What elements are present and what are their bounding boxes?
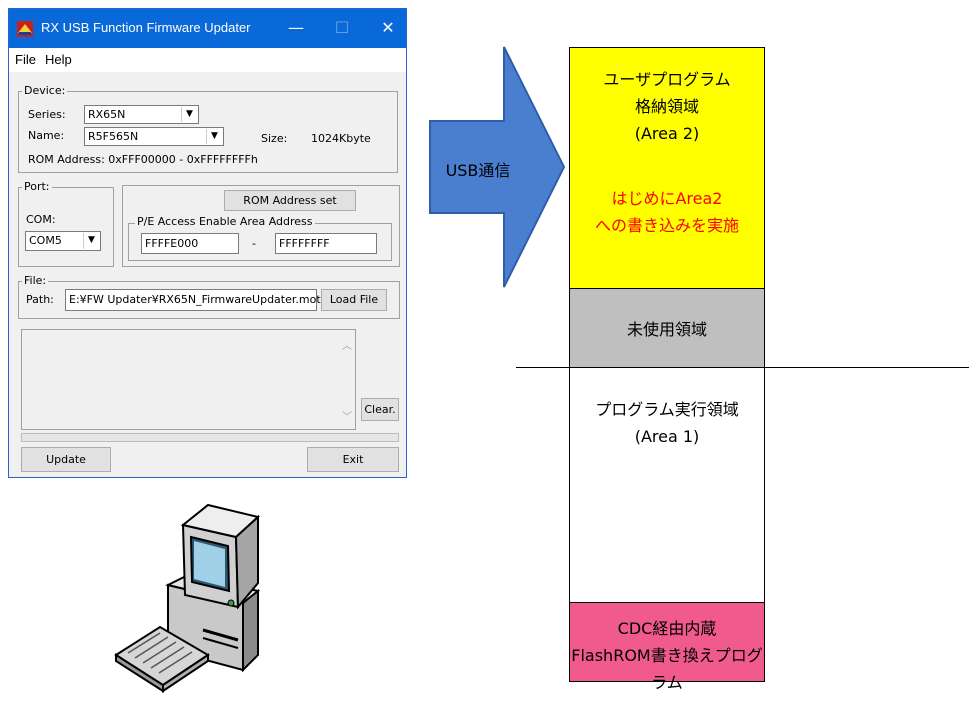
- menu-file[interactable]: File: [15, 52, 36, 67]
- chevron-down-icon[interactable]: ▼: [83, 233, 99, 249]
- area2-note-2: への書き込みを実施: [594, 216, 739, 235]
- area1-title: プログラム実行領域: [595, 400, 739, 419]
- path-label: Path:: [26, 293, 54, 306]
- size-label: Size:: [261, 132, 288, 145]
- area2-title: ユーザプログラム: [603, 70, 731, 89]
- end-address-field[interactable]: FFFFFFFF: [275, 233, 377, 254]
- area2-subtitle: 格納領域: [634, 97, 699, 116]
- clear-button[interactable]: Clear.: [361, 398, 399, 421]
- series-select[interactable]: RX65N ▼: [84, 105, 199, 124]
- device-group: [18, 91, 398, 173]
- rom-address-set-button[interactable]: ROM Address set: [224, 190, 356, 211]
- computer-icon: [114, 503, 261, 693]
- name-label: Name:: [28, 129, 65, 142]
- series-label: Series:: [28, 108, 66, 121]
- usb-arrow-icon: [429, 46, 566, 288]
- address-dash: -: [252, 237, 256, 250]
- close-button[interactable]: ✕: [381, 18, 395, 37]
- start-address-field[interactable]: FFFFE000: [141, 233, 239, 254]
- title-bar[interactable]: RX USB Function Firmware Updater — ☐ ✕: [9, 9, 406, 48]
- name-value: R5F565N: [88, 130, 139, 143]
- com-select[interactable]: COM5 ▼: [25, 231, 101, 251]
- device-group-label: Device:: [22, 84, 68, 97]
- menu-help[interactable]: Help: [45, 52, 72, 67]
- chevron-down-icon[interactable]: ▼: [181, 107, 197, 122]
- progress-bar: [21, 433, 399, 442]
- exit-button[interactable]: Exit: [307, 447, 399, 472]
- chevron-down-icon[interactable]: ▼: [206, 129, 222, 144]
- area2-label: (Area 2): [634, 124, 700, 143]
- cdc-block: CDC経由内蔵 FlashROM書き換えプログラム: [569, 602, 765, 692]
- area1-label: (Area 1): [634, 427, 700, 446]
- com-label: COM:: [26, 213, 56, 226]
- name-select[interactable]: R5F565N ▼: [84, 127, 224, 146]
- com-value: COM5: [29, 234, 62, 247]
- maximize-button[interactable]: ☐: [334, 18, 350, 37]
- unused-label: 未使用領域: [626, 320, 707, 339]
- update-button[interactable]: Update: [21, 447, 111, 472]
- file-group-label: File:: [22, 274, 49, 287]
- log-textarea[interactable]: ︿ ﹀: [21, 329, 356, 430]
- menu-bar: File Help: [9, 48, 406, 72]
- load-file-button[interactable]: Load File: [321, 289, 387, 311]
- file-path-field[interactable]: E:¥FW Updater¥RX65N_FirmwareUpdater.mot: [65, 289, 321, 311]
- port-group: [18, 187, 114, 267]
- cdc-line-1: CDC経由内蔵: [617, 619, 717, 638]
- app-icon: [17, 21, 33, 37]
- unused-block: 未使用領域: [569, 288, 765, 368]
- series-value: RX65N: [88, 108, 126, 121]
- area1-block: プログラム実行領域 (Area 1): [569, 367, 765, 603]
- size-value: 1024Kbyte: [311, 132, 371, 145]
- scroll-up-icon[interactable]: ︿: [342, 341, 352, 352]
- updater-window: RX USB Function Firmware Updater — ☐ ✕ F…: [8, 8, 407, 478]
- minimize-button[interactable]: —: [288, 18, 304, 37]
- pe-access-group-label: P/E Access Enable Area Address: [135, 215, 315, 228]
- rom-group: [122, 185, 400, 267]
- file-group: [18, 281, 400, 319]
- window-title: RX USB Function Firmware Updater: [41, 20, 251, 35]
- area2-note-1: はじめにArea2: [611, 189, 723, 208]
- usb-arrow-label: USB通信: [445, 161, 511, 180]
- area2-block: ユーザプログラム 格納領域 (Area 2) はじめにArea2 への書き込みを…: [569, 47, 765, 289]
- cdc-line-2: FlashROM書き換えプログラム: [571, 646, 763, 692]
- scroll-down-icon[interactable]: ﹀: [342, 412, 352, 423]
- rom-address-text: ROM Address: 0xFFF00000 - 0xFFFFFFFFh: [28, 153, 258, 166]
- port-group-label: Port:: [22, 180, 52, 193]
